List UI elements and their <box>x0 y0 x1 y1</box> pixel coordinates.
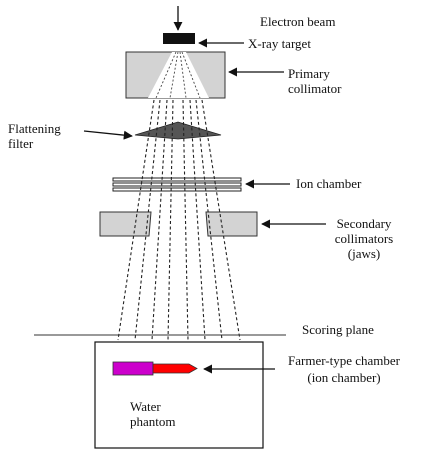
beam-ray <box>201 99 241 341</box>
flattening-filter-label-line2: filter <box>8 136 34 151</box>
ion-chamber-label: Ion chamber <box>296 176 362 191</box>
beam-ray <box>155 51 177 99</box>
ion-chamber-plate-bottom <box>112 187 242 192</box>
farmer-chamber-label-line1: Farmer-type chamber <box>288 353 400 368</box>
primary-collimator-label-line2: collimator <box>288 81 342 96</box>
farmer-chamber-tip <box>152 363 198 374</box>
water-phantom-label-line1: Water <box>130 399 161 414</box>
ion-chamber-plate-top <box>112 177 242 182</box>
secondary-jaw-right <box>205 211 258 237</box>
beam-rays <box>117 51 241 341</box>
beam-ray <box>195 99 223 341</box>
xray-target <box>163 33 195 44</box>
electron-beam-label: Electron beam <box>260 14 336 29</box>
water-phantom-label-line2: phantom <box>130 414 176 429</box>
beam-ray <box>167 99 174 341</box>
beam-ray <box>189 99 206 341</box>
xray-target-label: X-ray target <box>248 36 311 51</box>
beam-ray <box>134 99 161 341</box>
farmer-chamber-body <box>112 361 154 376</box>
beam-ray <box>151 99 168 341</box>
farmer-chamber-label-line2: (ion chamber) <box>307 370 381 385</box>
beam-ray <box>117 99 155 341</box>
primary-collimator-label-line1: Primary <box>288 66 330 81</box>
flattening-filter-label-line1: Flattening <box>8 121 61 136</box>
ion-chamber-plate-middle <box>112 182 242 187</box>
beam-ray <box>182 99 189 341</box>
secondary-collimators-label-line3: (jaws) <box>347 246 381 261</box>
secondary-jaw-left <box>99 211 152 237</box>
scoring-plane-label: Scoring plane <box>302 322 374 337</box>
water-phantom <box>94 341 264 449</box>
primary-collimator-opening <box>148 52 209 98</box>
flattening-filter-arrow <box>83 130 133 140</box>
secondary-collimators-label-line2: collimators <box>334 231 394 246</box>
beam-ray <box>181 51 201 99</box>
secondary-collimators-label-line1: Secondary <box>336 216 392 231</box>
flattening-filter <box>134 121 222 140</box>
